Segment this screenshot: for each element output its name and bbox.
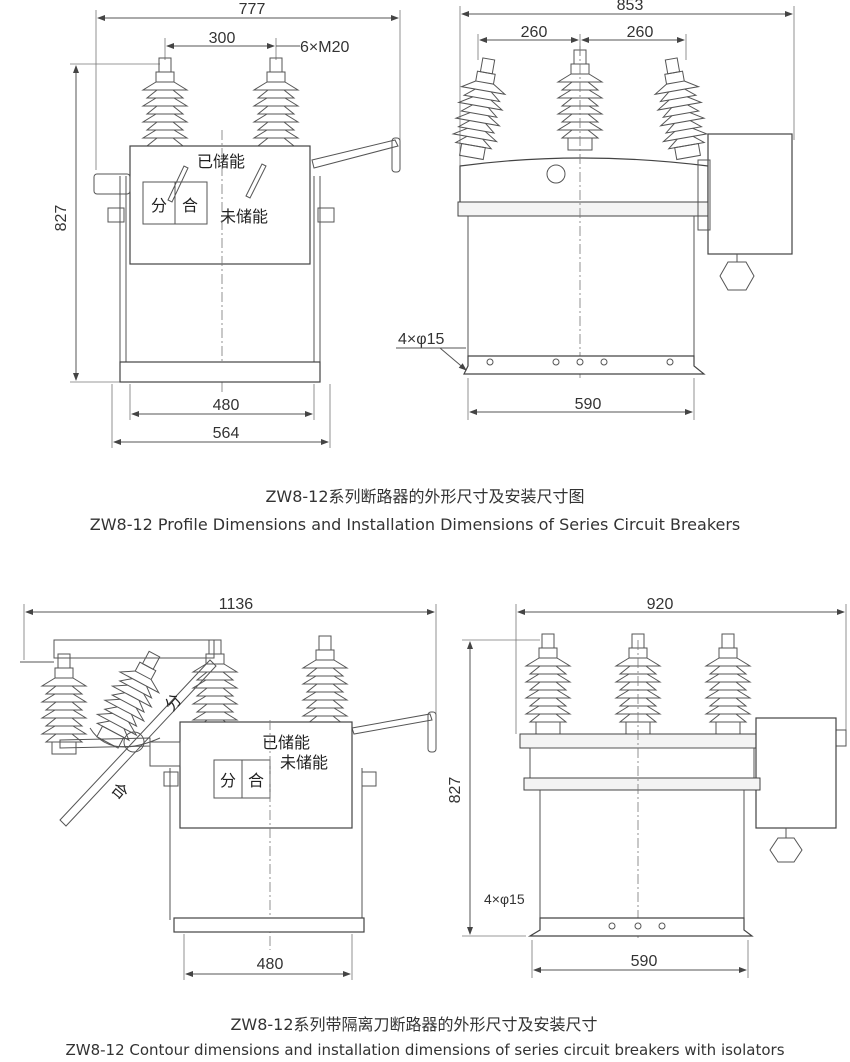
dim-side-overall-width: 853 <box>617 0 644 14</box>
dim-bolts: 6×M20 <box>300 39 349 56</box>
dim-side-spacing-right: 260 <box>627 24 654 41</box>
dim-side-spacing-left: 260 <box>521 24 548 41</box>
dim-side-holes: 4×φ15 <box>398 331 445 348</box>
dim-pole-spacing: 300 <box>209 30 236 47</box>
caption1-chinese: ZW8-12系列断路器的外形尺寸及安装尺寸图 <box>265 487 584 506</box>
dim-side-base-width: 590 <box>575 396 602 413</box>
label-uncharged: 未储能 <box>220 207 268 226</box>
isolator-label-open: 分 <box>161 690 186 715</box>
dim2-base-inner: 480 <box>257 956 284 973</box>
dim-base-inner: 480 <box>213 397 240 414</box>
caption2-english: ZW8-12 Contour dimensions and installati… <box>65 1041 784 1059</box>
dim-height: 827 <box>53 205 70 232</box>
caption1-english: ZW8-12 Profile Dimensions and Installati… <box>90 515 741 534</box>
dim2-side-holes: 4×φ15 <box>484 891 525 907</box>
isolator-label-close: 合 <box>107 779 131 804</box>
dim2-side-overall-width: 920 <box>647 596 674 613</box>
label2-charged: 已储能 <box>262 733 310 752</box>
label2-close: 合 <box>248 771 264 790</box>
label-close: 合 <box>182 196 198 215</box>
caption2-chinese: ZW8-12系列带隔离刀断路器的外形尺寸及安装尺寸 <box>230 1015 597 1034</box>
dim-base-outer: 564 <box>213 425 240 442</box>
diagram1-side-view: 853 260 260 4×φ15 590 <box>396 0 795 420</box>
dim2-overall-width: 1136 <box>219 596 254 613</box>
diagram2-front-view: 1136 合 分 分 合 已储能 未储能 480 <box>20 596 437 980</box>
dim2-side-base-width: 590 <box>631 953 658 970</box>
label-open: 分 <box>151 196 167 215</box>
dim-overall-width: 777 <box>239 1 266 18</box>
diagram2-side-view: 920 827 4×φ15 590 <box>447 596 847 978</box>
label2-open: 分 <box>220 771 236 790</box>
label2-uncharged: 未储能 <box>280 753 328 772</box>
diagram1-front-view: 777 300 6×M20 827 分 合 已储能 未储能 <box>53 1 401 448</box>
dim2-side-height: 827 <box>447 777 464 804</box>
label-charged: 已储能 <box>197 152 245 171</box>
